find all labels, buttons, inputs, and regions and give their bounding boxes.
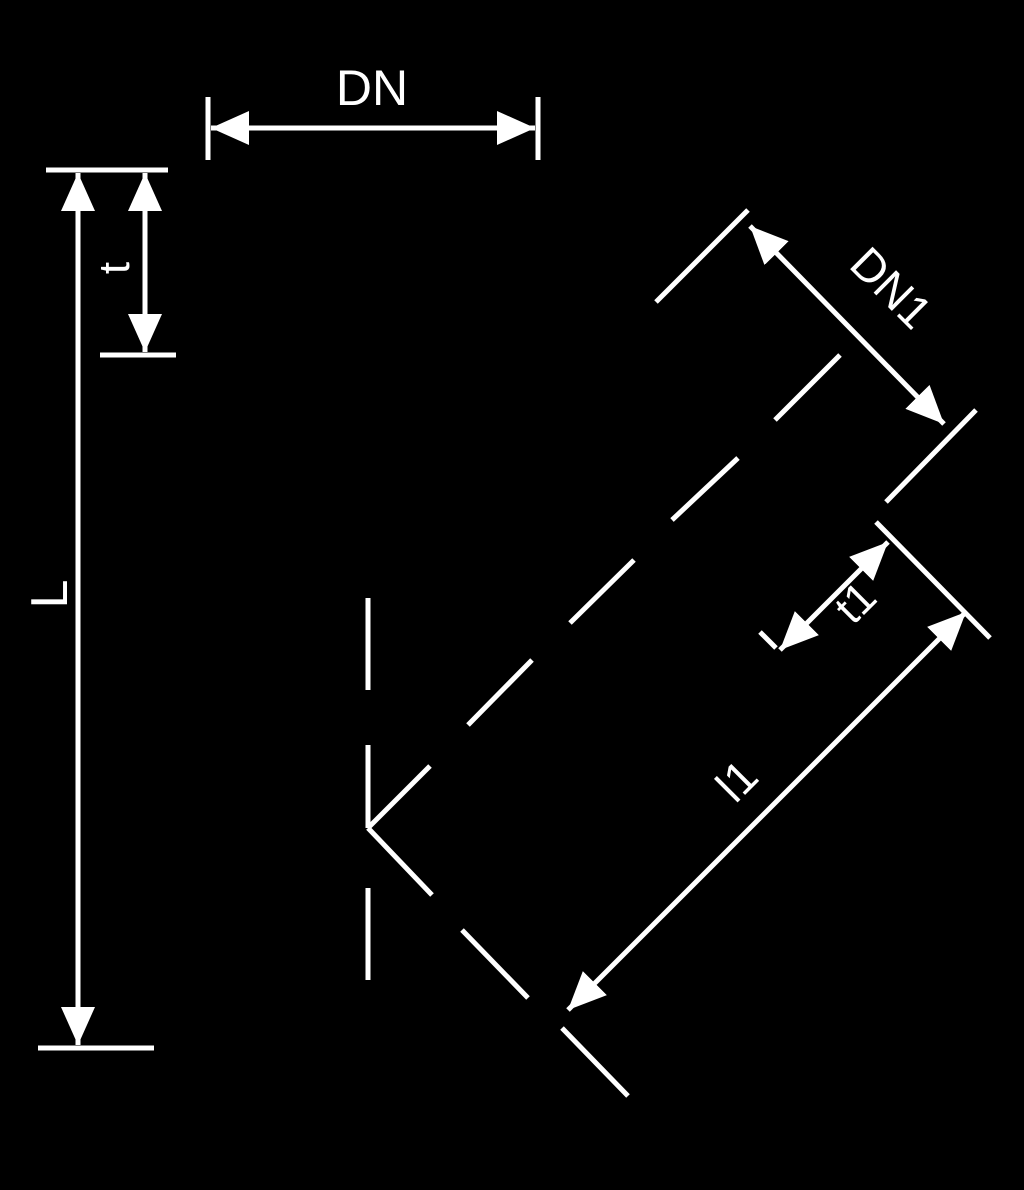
dn1-extension-lower xyxy=(884,408,978,504)
t1-extension xyxy=(758,630,778,650)
branch-upper-outline xyxy=(366,353,842,830)
t1-label: t1 xyxy=(825,572,886,633)
l-label: L xyxy=(21,580,79,609)
dimension-l-and-t: L t xyxy=(21,167,176,1051)
dn1-extension-upper xyxy=(654,208,750,304)
l1-dimension-line xyxy=(566,610,968,1012)
l1-label: l1 xyxy=(706,750,768,812)
branch-lower-outline xyxy=(366,826,530,1000)
dn-label: DN xyxy=(336,60,408,116)
t-label: t xyxy=(90,262,139,274)
dimension-dn: DN xyxy=(205,60,541,160)
dimension-dn1: DN1 xyxy=(654,208,978,504)
dimension-t1-and-l1: t1 l1 xyxy=(560,520,992,1098)
l1-extension xyxy=(560,1026,630,1098)
branch-end-extension xyxy=(874,520,992,640)
dn1-label: DN1 xyxy=(840,237,942,339)
dn1-dimension-line xyxy=(748,224,946,426)
